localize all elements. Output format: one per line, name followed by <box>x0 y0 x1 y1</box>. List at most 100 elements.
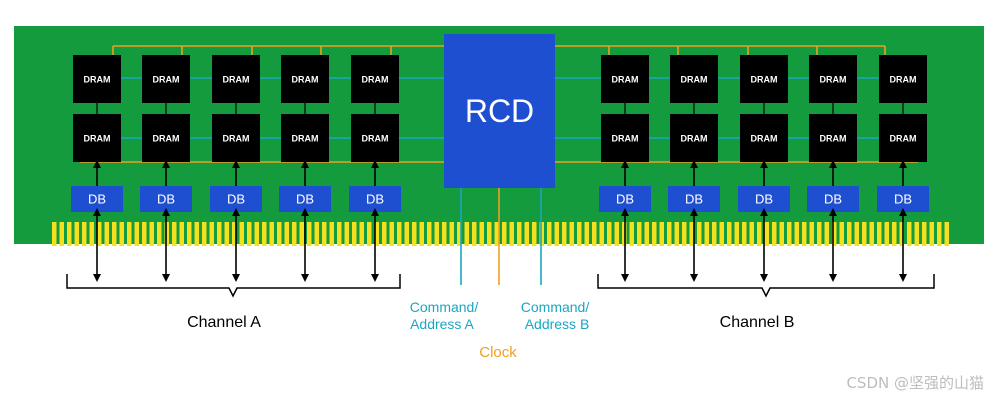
data-buffer: DB <box>279 186 331 212</box>
command-address-a-label-line1: Command/ <box>410 299 479 315</box>
edge-pin <box>457 222 462 246</box>
data-buffer: DB <box>140 186 192 212</box>
dram-chip: DRAM <box>670 114 718 162</box>
edge-pin <box>502 222 507 246</box>
edge-pin <box>682 222 687 246</box>
edge-pin <box>449 222 454 246</box>
dram-label: DRAM <box>820 134 847 144</box>
edge-pin <box>644 222 649 246</box>
edge-pin <box>59 222 64 246</box>
edge-pin <box>254 222 259 246</box>
edge-pin <box>794 222 799 246</box>
dram-chip: DRAM <box>281 55 329 103</box>
edge-pin <box>809 222 814 246</box>
edge-pin <box>937 222 942 246</box>
edge-pin <box>187 222 192 246</box>
edge-pin <box>847 222 852 246</box>
data-buffer: DB <box>599 186 651 212</box>
edge-pin <box>817 222 822 246</box>
edge-pin <box>464 222 469 246</box>
dram-label: DRAM <box>362 134 389 144</box>
edge-pin <box>667 222 672 246</box>
dram-chip: DRAM <box>281 114 329 162</box>
edge-pin <box>779 222 784 246</box>
dram-label: DRAM <box>153 134 180 144</box>
dram-label: DRAM <box>84 134 111 144</box>
edge-pin <box>877 222 882 246</box>
edge-pin <box>284 222 289 246</box>
edge-pin <box>434 222 439 246</box>
edge-pin <box>239 222 244 246</box>
edge-pin <box>217 222 222 246</box>
channel-a-label: Channel A <box>187 314 261 331</box>
edge-pin <box>194 222 199 246</box>
db-label: DB <box>685 192 703 207</box>
edge-pin <box>472 222 477 246</box>
edge-pin <box>599 222 604 246</box>
dram-label: DRAM <box>362 75 389 85</box>
dram-chip: DRAM <box>73 55 121 103</box>
db-label: DB <box>157 192 175 207</box>
data-buffer: DB <box>877 186 929 212</box>
db-label: DB <box>824 192 842 207</box>
edge-pin <box>929 222 934 246</box>
edge-pin <box>292 222 297 246</box>
db-label: DB <box>616 192 634 207</box>
edge-pin <box>862 222 867 246</box>
edge-pin <box>697 222 702 246</box>
channel-b-label: Channel B <box>720 314 795 331</box>
edge-pin <box>52 222 57 246</box>
command-address-b-label-line1: Command/ <box>521 299 590 315</box>
edge-pin <box>547 222 552 246</box>
dram-chip: DRAM <box>740 55 788 103</box>
edge-pin <box>314 222 319 246</box>
dram-label: DRAM <box>681 134 708 144</box>
edge-pin <box>577 222 582 246</box>
edge-pin <box>854 222 859 246</box>
edge-pin <box>337 222 342 246</box>
edge-pin <box>382 222 387 246</box>
rcd-chip: RCD <box>444 34 555 188</box>
edge-pin <box>524 222 529 246</box>
edge-pin <box>389 222 394 246</box>
edge-pin <box>277 222 282 246</box>
edge-pin <box>554 222 559 246</box>
data-buffer: DB <box>349 186 401 212</box>
edge-pin <box>149 222 154 246</box>
data-buffer: DB <box>668 186 720 212</box>
edge-pin <box>719 222 724 246</box>
edge-pin <box>944 222 949 246</box>
command-address-b-label-line2: Address B <box>525 316 590 332</box>
edge-pin <box>532 222 537 246</box>
edge-pin <box>824 222 829 246</box>
data-buffer: DB <box>210 186 262 212</box>
data-arrows <box>93 103 907 282</box>
clock-label: Clock <box>479 344 517 361</box>
dram-chip: DRAM <box>809 114 857 162</box>
edge-pin <box>82 222 87 246</box>
edge-pin <box>179 222 184 246</box>
edge-pin <box>652 222 657 246</box>
dram-label: DRAM <box>292 134 319 144</box>
edge-pin <box>419 222 424 246</box>
dram-label: DRAM <box>84 75 111 85</box>
edge-pin <box>397 222 402 246</box>
db-label: DB <box>296 192 314 207</box>
dram-label: DRAM <box>890 75 917 85</box>
edge-pin <box>494 222 499 246</box>
edge-pin <box>412 222 417 246</box>
dram-chip: DRAM <box>212 55 260 103</box>
dram-label: DRAM <box>751 134 778 144</box>
dram-chip: DRAM <box>601 55 649 103</box>
data-buffer: DB <box>807 186 859 212</box>
data-buffer: DB <box>71 186 123 212</box>
edge-pin <box>562 222 567 246</box>
db-label: DB <box>755 192 773 207</box>
edge-pin <box>892 222 897 246</box>
edge-pin <box>119 222 124 246</box>
edge-pin <box>509 222 514 246</box>
dram-label: DRAM <box>292 75 319 85</box>
dram-label: DRAM <box>223 75 250 85</box>
edge-pin <box>269 222 274 246</box>
dram-chip: DRAM <box>212 114 260 162</box>
